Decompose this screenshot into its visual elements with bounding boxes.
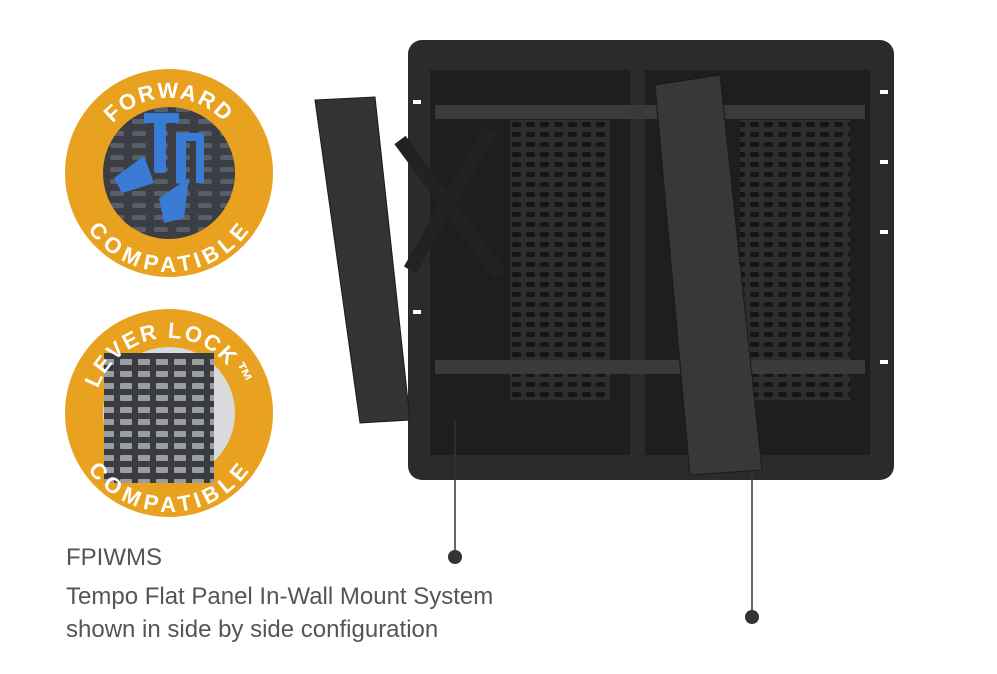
product-description-line2: shown in side by side configuration <box>66 616 439 643</box>
product-model: FPIWMS <box>66 544 162 571</box>
product-description-line1: Tempo Flat Panel In-Wall Mount System <box>66 583 494 610</box>
pull-cord-handle <box>448 550 462 564</box>
left-tilt-bracket <box>314 96 411 424</box>
blue-accessories-icon <box>114 113 204 223</box>
in-wall-mount-image <box>314 40 894 624</box>
lever-lock-compatible-badge: LEVER LOCK™ COMPATIBLE <box>65 309 273 517</box>
forward-compatible-badge: FORWARD COMPATIBLE <box>65 69 273 277</box>
perforated-panel-photo <box>104 353 214 483</box>
right-tilt-bracket <box>654 74 763 476</box>
pull-cord-handle <box>745 610 759 624</box>
